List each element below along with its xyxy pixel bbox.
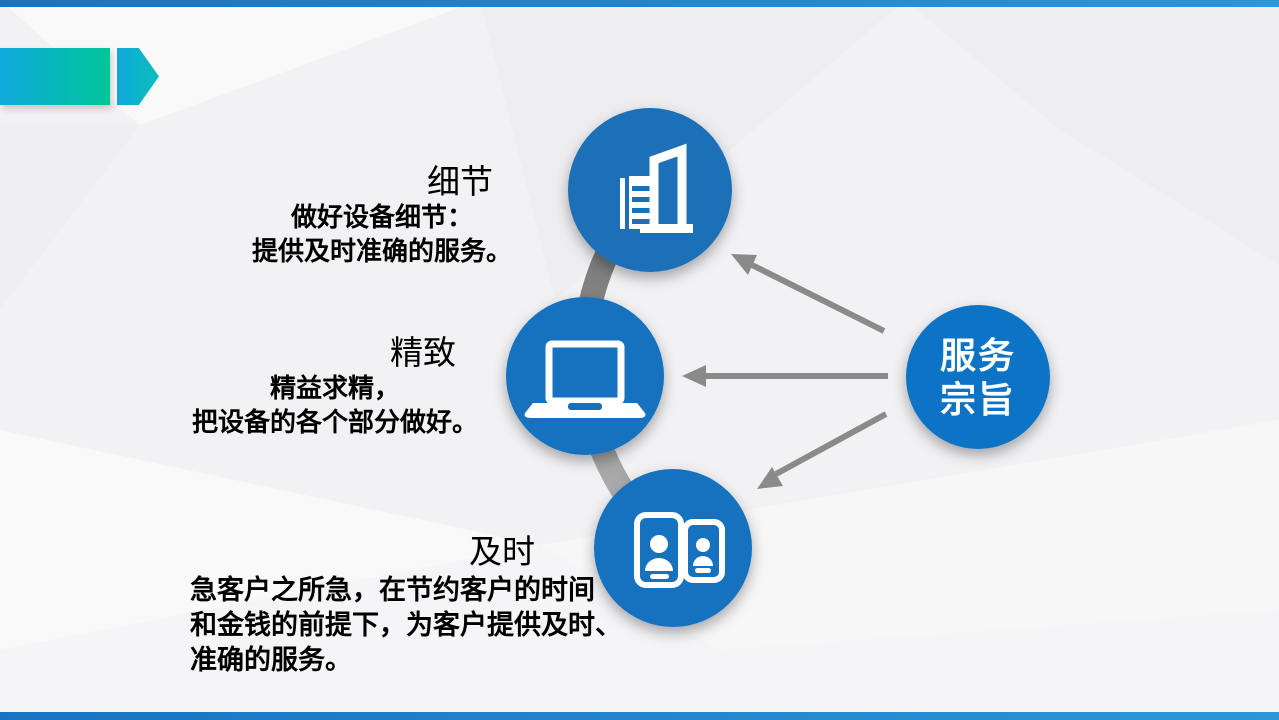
arrow-to-details: [731, 254, 886, 334]
arrow-to-exquisite: [682, 365, 888, 387]
phones-icon: [634, 512, 725, 588]
title-ribbon: [0, 48, 110, 105]
item-details-title: 细节: [427, 165, 493, 201]
hub-label-line2: 宗旨: [940, 379, 1016, 420]
circle-timely: [594, 469, 752, 627]
item-exquisite-desc: 精益求精， 把设备的各个部分做好。: [191, 373, 478, 437]
laptop-icon: [524, 340, 646, 418]
hub-label-line1: 服务: [940, 335, 1016, 376]
item-timely-desc: 急客户之所急，在节约客户的时间 和金钱的前提下，为客户提供及时、 准确的服务。: [190, 575, 622, 675]
item-details-desc: 做好设备细节： 提供及时准确的服务。: [251, 202, 512, 266]
building-icon: [620, 143, 693, 233]
bottom-accent-bar: [0, 712, 1279, 720]
hub-circle: [906, 305, 1050, 449]
item-exquisite-title: 精致: [390, 336, 456, 372]
item-timely-title: 及时: [469, 535, 535, 571]
top-accent-bar: [0, 0, 1279, 7]
arrow-to-timely: [757, 411, 888, 489]
circle-exquisite: [506, 297, 664, 455]
